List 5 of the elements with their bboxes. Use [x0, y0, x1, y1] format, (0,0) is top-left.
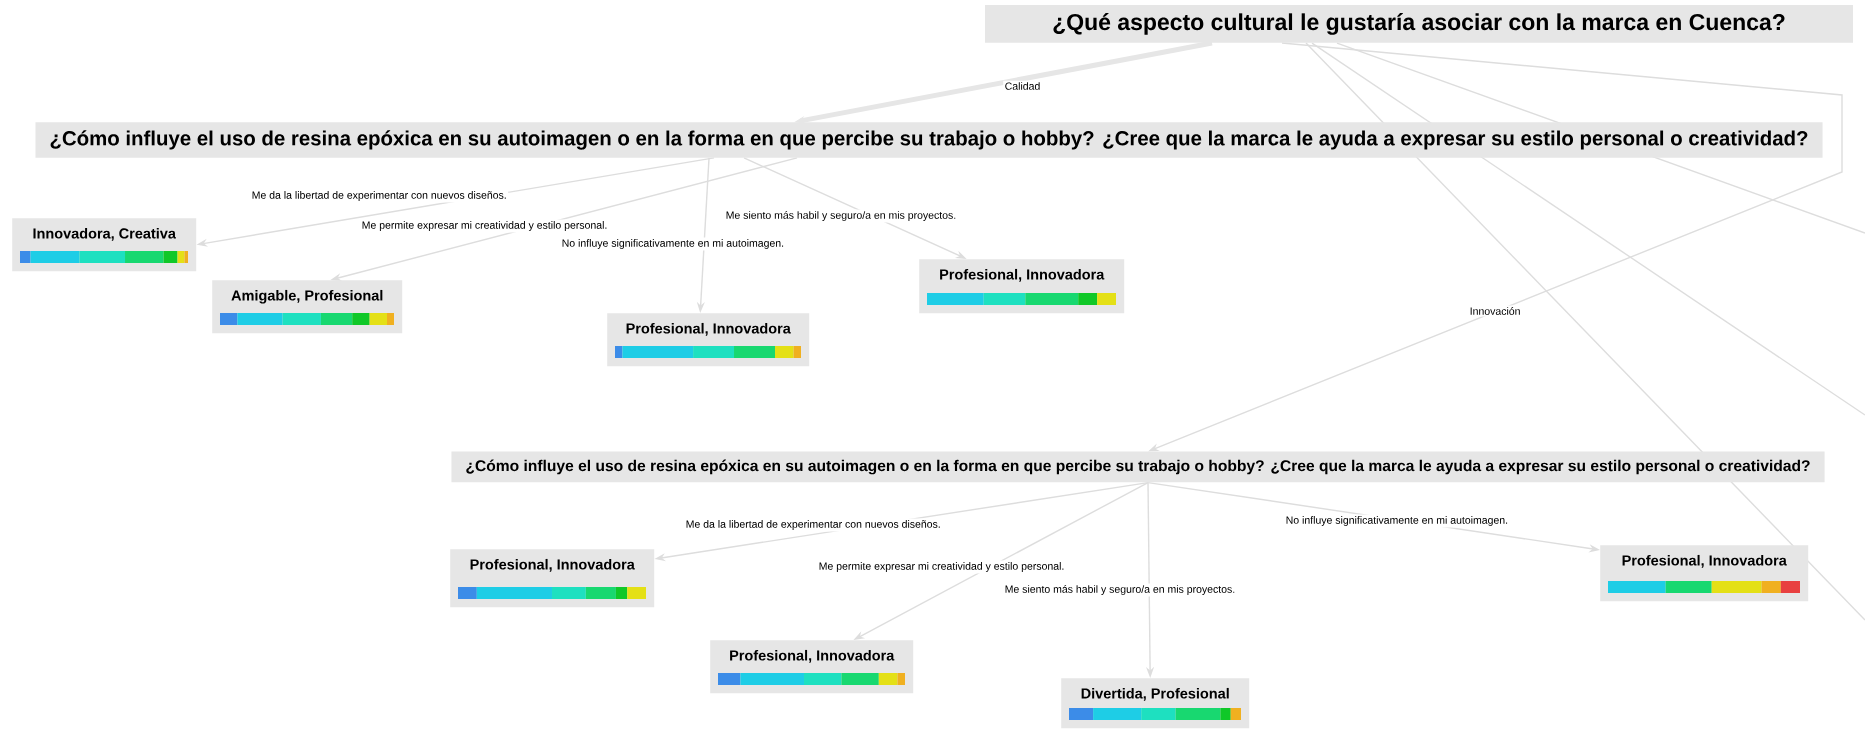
- question-box: ¿Qué aspecto cultural le gustaría asociar con la marca en Cuenca?: [985, 5, 1853, 43]
- question-box: ¿Cómo influye el uso de resina epóxica en su autoimagen o en la forma en que percibe su trabajo o hobby? ¿Cree que la marca le ayuda a expresar su estilo personal o creatividad?: [35, 122, 1823, 158]
- question-box: ¿Cómo influye el uso de resina epóxica en su autoimagen o en la forma en que percibe su trabajo o hobby? ¿Cree que la marca le ayuda a expresar su estilo personal o creatividad?: [451, 451, 1825, 483]
- edge-label: Innovación: [1468, 305, 1522, 317]
- edge-label: Calidad: [1003, 80, 1042, 92]
